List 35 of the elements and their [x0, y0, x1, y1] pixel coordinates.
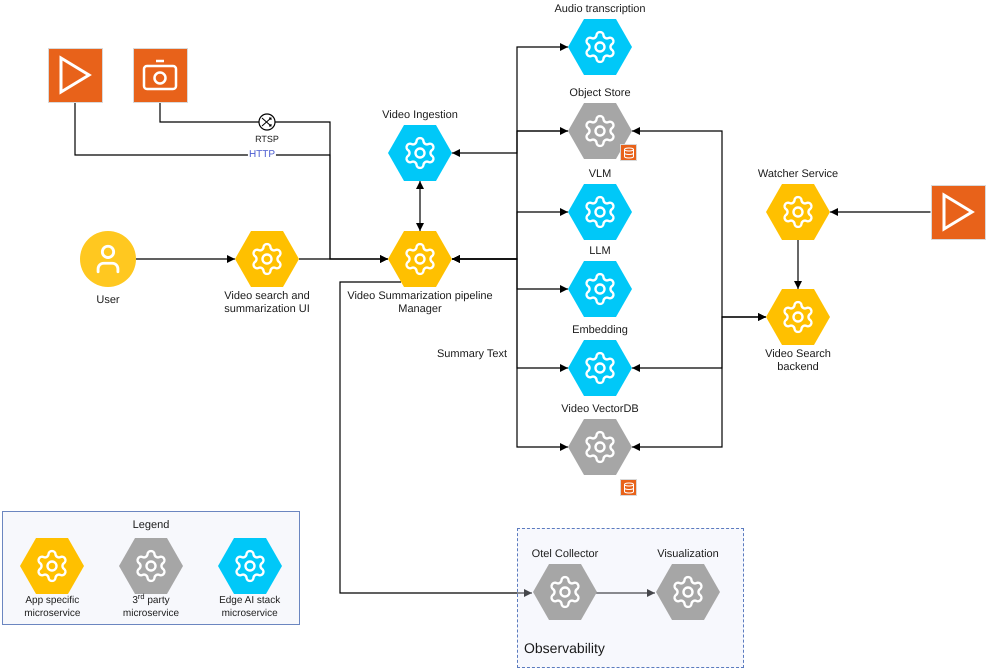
node-label: Video search and summarization UI	[223, 290, 311, 316]
node-label: Video Summarization pipeline Manager	[346, 290, 494, 316]
group-label: Observability	[524, 640, 605, 656]
camera-source-tile	[132, 48, 188, 102]
node-label: Object Store	[569, 87, 631, 100]
legend-label: Edge AI stack microservice	[218, 594, 282, 620]
arrow	[830, 208, 930, 216]
node-label: Otel Collector	[532, 548, 598, 561]
node-label: Embedding	[572, 324, 628, 337]
legend-label: App specific microservice	[23, 594, 82, 620]
node-label: Audio transcription	[554, 3, 646, 16]
arrow	[136, 255, 235, 263]
node-label: VLM	[588, 168, 612, 181]
edge-label: Summary Text	[436, 348, 508, 360]
video-source-tile	[930, 184, 986, 240]
arrow	[452, 255, 568, 451]
node-label: Video Search backend	[764, 348, 832, 374]
legend-title: Legend	[132, 518, 170, 533]
arrow	[299, 255, 388, 263]
arrow	[339, 281, 532, 597]
arrow	[632, 313, 766, 451]
edge-label: RTSP	[254, 133, 280, 145]
node-label: User	[96, 293, 120, 307]
node-label: Watcher Service	[758, 168, 838, 181]
node-label: LLM	[589, 245, 611, 258]
observability-group	[517, 528, 744, 668]
legend-label: 3$^{rd}$ party microservice	[122, 594, 180, 620]
arrow	[596, 589, 655, 597]
arrow	[452, 130, 568, 157]
node-label: Video Ingestion	[382, 109, 458, 122]
node-label: Video VectorDB	[561, 403, 639, 416]
arrow	[794, 240, 802, 289]
node-label: Visualization	[657, 548, 719, 561]
video-source-tile	[48, 48, 102, 102]
arrow	[416, 181, 424, 231]
